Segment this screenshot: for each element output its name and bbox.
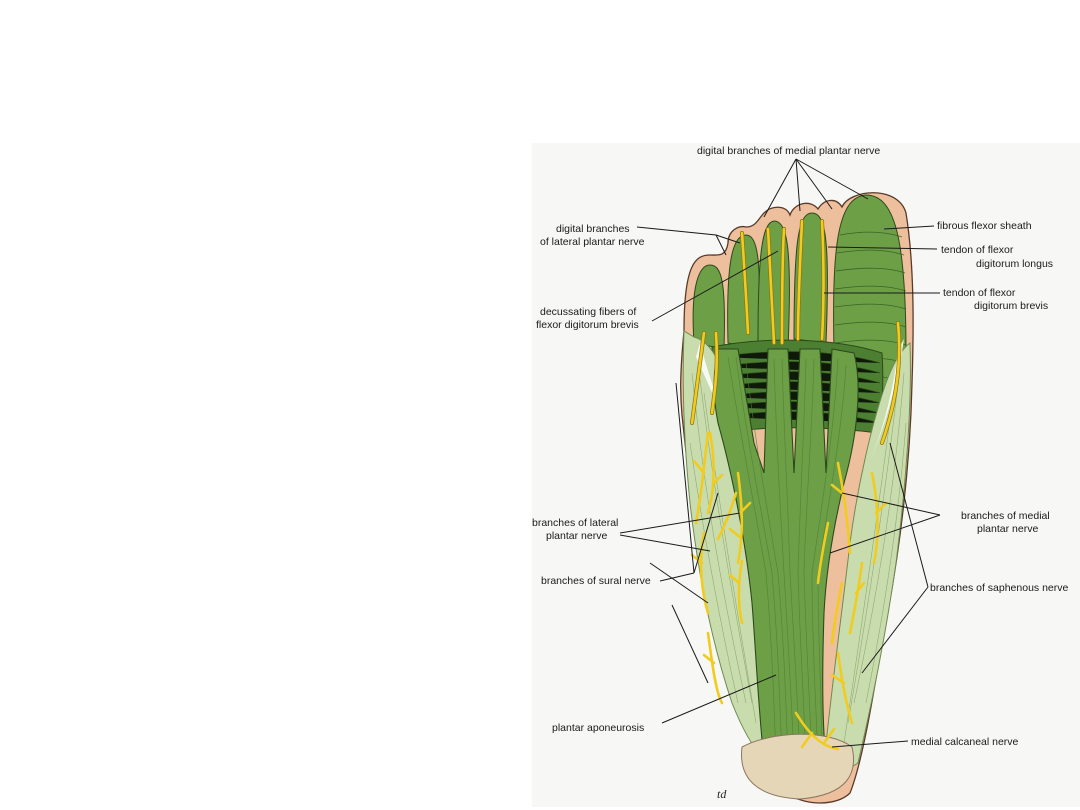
label-lateral-plantar-1: branches of lateral	[532, 517, 618, 529]
label-fdl-1: tendon of flexor	[941, 244, 1014, 256]
highlight-medial	[870, 339, 904, 461]
label-decussating-2: flexor digitorum brevis	[536, 319, 639, 331]
label-saphenous: branches of saphenous nerve	[930, 582, 1069, 594]
label-digital-lateral-2: of lateral plantar nerve	[540, 236, 645, 248]
label-fibrous-sheath: fibrous flexor sheath	[937, 220, 1032, 232]
label-medial-plantar-2: plantar nerve	[977, 523, 1038, 535]
label-decussating-1: decussating fibers of	[540, 306, 636, 318]
nerve-branches	[690, 219, 902, 751]
foot-illustration: digital branches of medial plantar nerve…	[532, 145, 1069, 804]
label-sural: branches of sural nerve	[541, 575, 651, 587]
label-lateral-plantar-2: plantar nerve	[546, 530, 607, 542]
label-digital-lateral-1: digital branches	[556, 223, 630, 235]
labels: digital branches of medial plantar nerve…	[532, 145, 1069, 801]
label-fdb-1: tendon of flexor	[943, 287, 1016, 299]
label-fdl-2: digitorum longus	[976, 258, 1053, 270]
label-fdb-2: digitorum brevis	[974, 300, 1048, 312]
label-medial-plantar-1: branches of medial	[961, 510, 1050, 522]
fascia-fibers	[689, 362, 907, 744]
label-calcaneal: medial calcaneal nerve	[911, 736, 1019, 748]
foot-anatomy-figure: digital branches of medial plantar nerve…	[532, 143, 1080, 807]
toe-5	[692, 264, 725, 350]
heel-pad	[741, 733, 855, 800]
label-digital-medial: digital branches of medial plantar nerve	[697, 145, 880, 157]
artist-signature: td	[717, 787, 727, 801]
label-aponeurosis: plantar aponeurosis	[552, 722, 644, 734]
leader-lines	[619, 158, 941, 748]
